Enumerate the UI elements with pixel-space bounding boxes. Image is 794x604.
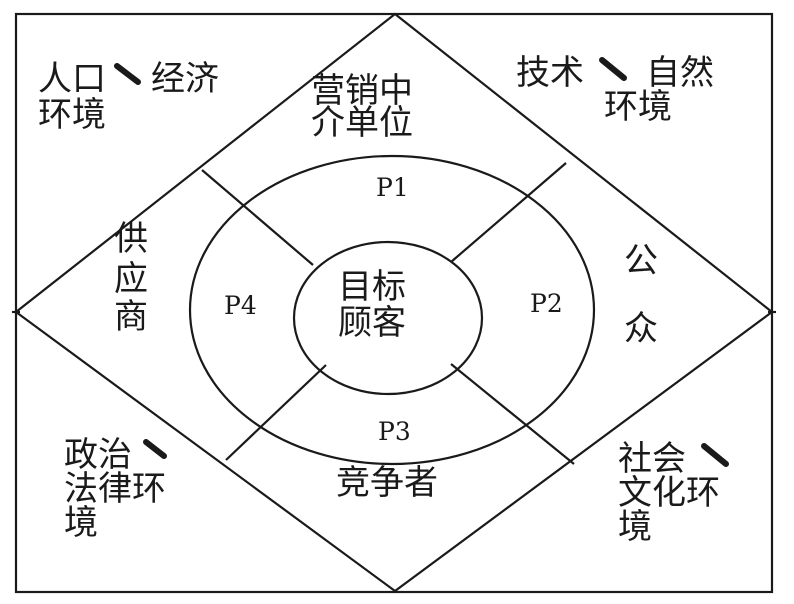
left-segment-char1: 供 (114, 219, 148, 259)
bottom-right-slash (701, 443, 729, 467)
bottom-left-line2: 法律环 (64, 469, 166, 509)
bottom-right-line2: 文化环 (618, 473, 720, 513)
top-left-line2: 环境 (38, 95, 106, 135)
p2-label: P2 (530, 289, 563, 318)
top-left-slash (114, 63, 141, 85)
top-left-right-label: 经济 (151, 59, 219, 99)
right-segment-char1: 公 (624, 241, 658, 281)
top-segment-line1: 营销中 (311, 71, 413, 111)
top-right-right-line2: 环境 (604, 87, 672, 127)
bottom-left-slash (143, 439, 167, 459)
top-right-right-line1: 自然 (646, 53, 714, 93)
bottom-right-line1: 社会 (618, 439, 686, 479)
diamond (14, 12, 774, 593)
bottom-left-line3: 境 (64, 503, 98, 543)
right-segment-char2: 众 (624, 309, 658, 349)
bottom-segment-label: 竞争者 (336, 463, 438, 503)
p3-label: P3 (378, 417, 411, 446)
left-segment-char2: 应 (114, 259, 148, 299)
p1-label: P1 (376, 173, 409, 202)
center-line1: 目标 (338, 267, 406, 307)
p4-label: P4 (224, 291, 257, 320)
inner-ellipse (292, 240, 484, 396)
divider-top-right (450, 162, 567, 263)
divider-bottom-left (225, 364, 327, 461)
top-right-slash (599, 57, 627, 81)
bottom-right-line3: 境 (618, 507, 652, 547)
bottom-left-line1: 政治 (64, 435, 132, 475)
divider-bottom-right (450, 363, 575, 465)
center-line2: 顾客 (338, 303, 406, 343)
top-right-line1: 技术 (516, 53, 584, 93)
outer-ellipse (188, 154, 596, 466)
top-segment-line2: 介单位 (311, 103, 413, 143)
top-left-line1: 人口 (38, 59, 106, 99)
divider-top-left (201, 169, 314, 266)
left-segment-char3: 商 (114, 297, 148, 337)
